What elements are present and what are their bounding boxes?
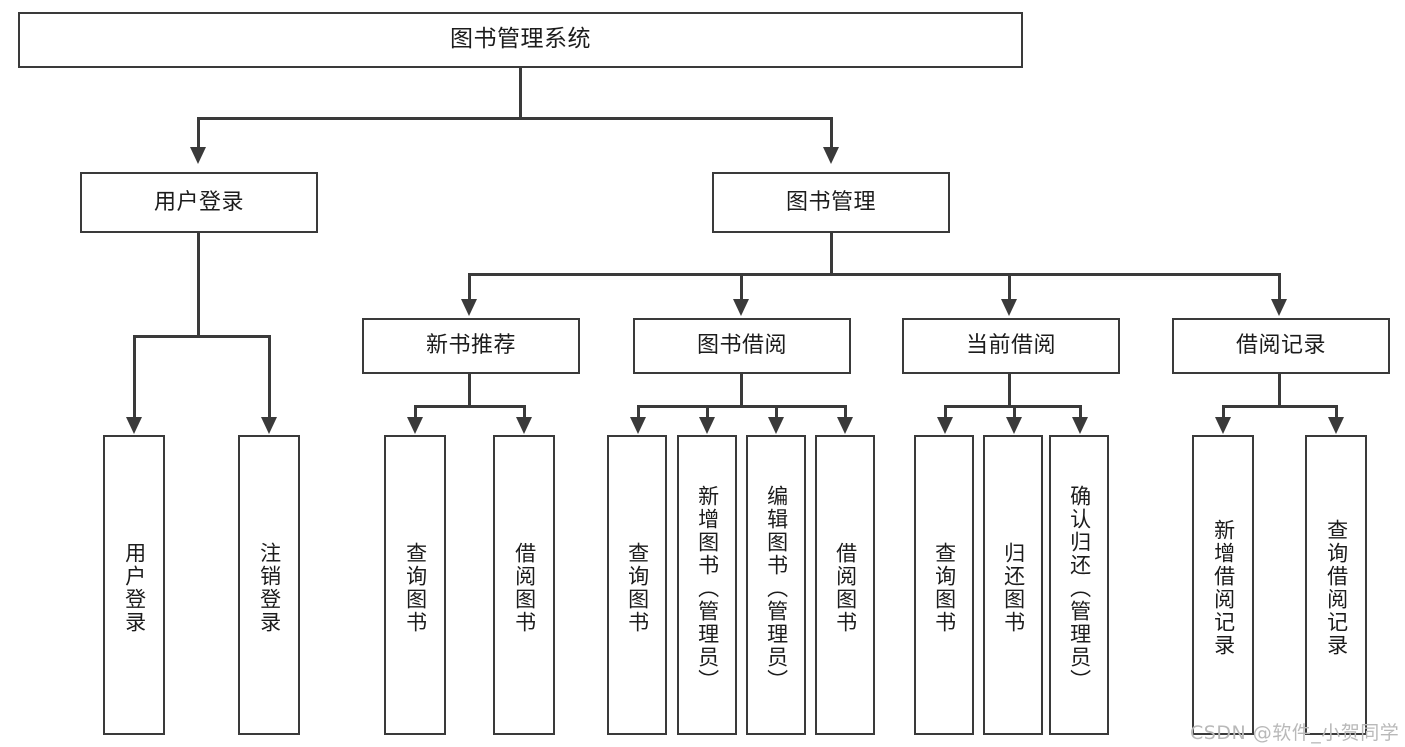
leaf-current-borrow-query[interactable]: 查询图书 [914, 435, 974, 735]
leaf-book-borrow-edit-label: 编辑图书（管理员） [764, 484, 789, 692]
connector-bb-to-leaf-4 [844, 405, 847, 417]
node-new-book-recommend-label: 新书推荐 [425, 333, 516, 359]
arrowhead-user-login-to-leaf-1 [126, 417, 142, 434]
csdn-watermark: CSDN @软件_小贺同学 [1190, 722, 1400, 744]
connector-br-to-leaf-1 [1222, 405, 1225, 417]
connector-book-borrow-bus [637, 405, 847, 408]
node-borrow-record-label: 借阅记录 [1235, 333, 1326, 359]
node-root[interactable]: 图书管理系统 [18, 12, 1023, 68]
connector-bm-to-new-book [468, 273, 471, 299]
leaf-current-borrow-confirm[interactable]: 确认归还（管理员） [1049, 435, 1109, 735]
connector-nb-to-leaf-1 [414, 405, 417, 417]
connector-user-login-to-leaf-1 [133, 335, 136, 417]
arrowhead-bb-to-leaf-4 [837, 417, 853, 434]
arrowhead-bm-to-borrow-record [1271, 299, 1287, 316]
leaf-book-borrow-add[interactable]: 新增图书（管理员） [677, 435, 737, 735]
connector-bm-to-borrow-record [1278, 273, 1281, 299]
leaf-book-borrow-borrow-label: 借阅图书 [833, 542, 858, 634]
arrowhead-br-to-leaf-2 [1328, 417, 1344, 434]
connector-root-to-user-login [197, 117, 200, 147]
node-current-borrow[interactable]: 当前借阅 [902, 318, 1120, 374]
connector-cb-to-leaf-1 [944, 405, 947, 417]
node-book-manage-label: 图书管理 [785, 189, 876, 215]
leaf-user-login-logout[interactable]: 注销登录 [238, 435, 300, 735]
connector-book-manage-bus [468, 273, 1280, 276]
node-book-borrow[interactable]: 图书借阅 [633, 318, 851, 374]
arrowhead-bb-to-leaf-2 [699, 417, 715, 434]
node-user-login[interactable]: 用户登录 [80, 172, 318, 233]
arrowhead-cb-to-leaf-3 [1072, 417, 1088, 434]
connector-nb-to-leaf-2 [523, 405, 526, 417]
connector-borrow-record-stem [1278, 374, 1281, 405]
arrowhead-nb-to-leaf-1 [407, 417, 423, 434]
leaf-borrow-record-query-label: 查询借阅记录 [1324, 519, 1349, 657]
connector-new-book-bus [414, 405, 526, 408]
leaf-book-borrow-borrow[interactable]: 借阅图书 [815, 435, 875, 735]
arrowhead-bb-to-leaf-1 [630, 417, 646, 434]
leaf-current-borrow-return[interactable]: 归还图书 [983, 435, 1043, 735]
connector-bb-to-leaf-1 [637, 405, 640, 417]
connector-bb-to-leaf-2 [706, 405, 709, 417]
arrowhead-cb-to-leaf-1 [937, 417, 953, 434]
connector-current-borrow-stem [1008, 374, 1011, 405]
arrowhead-bb-to-leaf-3 [768, 417, 784, 434]
arrowhead-nb-to-leaf-2 [516, 417, 532, 434]
leaf-new-book-query-label: 查询图书 [403, 542, 428, 634]
connector-bm-to-book-borrow [740, 273, 743, 299]
node-book-manage[interactable]: 图书管理 [712, 172, 950, 233]
leaf-borrow-record-query[interactable]: 查询借阅记录 [1305, 435, 1367, 735]
connector-cb-to-leaf-3 [1079, 405, 1082, 417]
connector-borrow-record-bus [1222, 405, 1338, 408]
leaf-user-login-logout-label: 注销登录 [257, 542, 282, 634]
arrowhead-bm-to-book-borrow [733, 299, 749, 316]
node-current-borrow-label: 当前借阅 [965, 333, 1056, 359]
node-book-borrow-label: 图书借阅 [696, 333, 787, 359]
arrowhead-bm-to-current-borrow [1001, 299, 1017, 316]
connector-root-bus [197, 117, 832, 120]
leaf-borrow-record-add[interactable]: 新增借阅记录 [1192, 435, 1254, 735]
arrowhead-bm-to-new-book [461, 299, 477, 316]
leaf-current-borrow-confirm-label: 确认归还（管理员） [1067, 484, 1092, 692]
arrowhead-user-login-to-leaf-2 [261, 417, 277, 434]
node-new-book-recommend[interactable]: 新书推荐 [362, 318, 580, 374]
connector-cb-to-leaf-2 [1013, 405, 1016, 417]
connector-root-to-book-manage [830, 117, 833, 147]
leaf-book-borrow-query-label: 查询图书 [625, 542, 650, 634]
arrowhead-root-to-book-manage [823, 147, 839, 164]
connector-bm-to-current-borrow [1008, 273, 1011, 299]
connector-bb-to-leaf-3 [775, 405, 778, 417]
leaf-user-login-login[interactable]: 用户登录 [103, 435, 165, 735]
connector-br-to-leaf-2 [1335, 405, 1338, 417]
node-user-login-label: 用户登录 [153, 189, 244, 215]
leaf-new-book-query[interactable]: 查询图书 [384, 435, 446, 735]
leaf-borrow-record-add-label: 新增借阅记录 [1211, 519, 1236, 657]
leaf-user-login-login-label: 用户登录 [122, 542, 147, 634]
arrowhead-br-to-leaf-1 [1215, 417, 1231, 434]
arrowhead-cb-to-leaf-2 [1006, 417, 1022, 434]
node-root-label: 图书管理系统 [450, 26, 591, 53]
leaf-new-book-borrow[interactable]: 借阅图书 [493, 435, 555, 735]
connector-new-book-stem [468, 374, 471, 405]
leaf-book-borrow-query[interactable]: 查询图书 [607, 435, 667, 735]
leaf-current-borrow-return-label: 归还图书 [1001, 542, 1026, 634]
leaf-book-borrow-add-label: 新增图书（管理员） [695, 484, 720, 692]
leaf-new-book-borrow-label: 借阅图书 [512, 542, 537, 634]
leaf-book-borrow-edit[interactable]: 编辑图书（管理员） [746, 435, 806, 735]
connector-root-stem [519, 68, 522, 117]
leaf-current-borrow-query-label: 查询图书 [932, 542, 957, 634]
node-borrow-record[interactable]: 借阅记录 [1172, 318, 1390, 374]
connector-user-login-to-leaf-2 [268, 335, 271, 417]
connector-user-login-stem [197, 233, 200, 335]
connector-book-manage-stem [830, 233, 833, 273]
connector-user-login-bus [133, 335, 270, 338]
connector-book-borrow-stem [740, 374, 743, 405]
arrowhead-root-to-user-login [190, 147, 206, 164]
